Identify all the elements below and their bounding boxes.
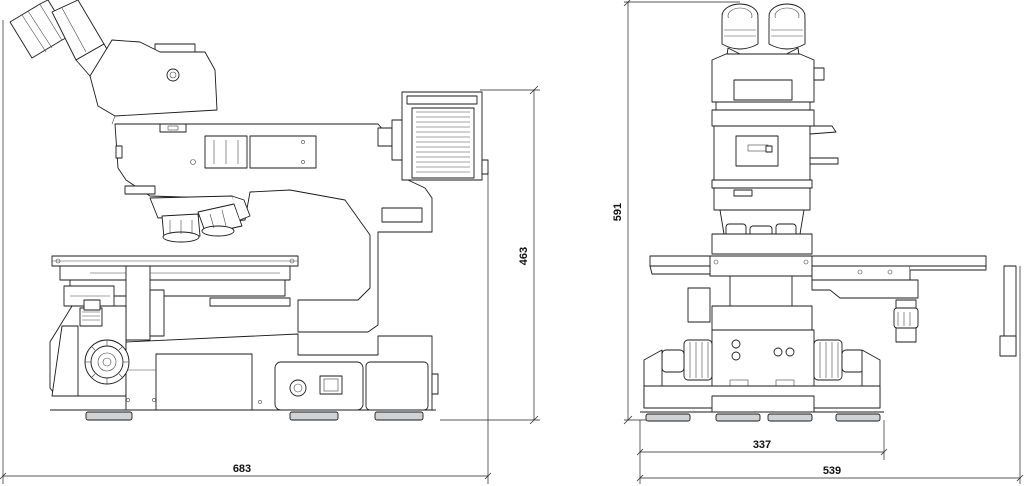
side-nosepiece	[124, 185, 251, 243]
side-height-dimension	[440, 85, 540, 425]
side-focus-knob	[84, 339, 130, 385]
side-lamphouse	[377, 91, 489, 181]
front-total-width-label: 539	[823, 465, 841, 477]
front-height-dimension	[623, 0, 740, 425]
front-base-width-dimension	[636, 420, 888, 484]
side-height-label: 463	[518, 247, 530, 265]
front-stage	[649, 255, 1017, 357]
front-objectives	[711, 209, 813, 255]
front-base	[640, 349, 884, 413]
front-head	[711, 53, 825, 127]
side-width-label: 683	[233, 463, 251, 475]
front-focus-knobs	[661, 339, 865, 381]
side-eyepieces	[9, 0, 113, 77]
front-feet	[645, 413, 881, 422]
side-feet	[50, 409, 436, 421]
front-total-width-dimension	[636, 266, 1024, 484]
front-base-width-label: 337	[753, 439, 771, 451]
side-stage	[51, 255, 299, 341]
front-pillar	[711, 275, 815, 387]
front-height-label: 591	[612, 203, 624, 221]
side-view	[9, 0, 489, 421]
front-stage-knob	[893, 299, 919, 343]
front-eyepieces	[721, 3, 806, 63]
front-view	[640, 3, 1017, 422]
front-body	[711, 125, 839, 211]
side-width-dimension	[0, 20, 492, 484]
side-head	[89, 39, 218, 125]
